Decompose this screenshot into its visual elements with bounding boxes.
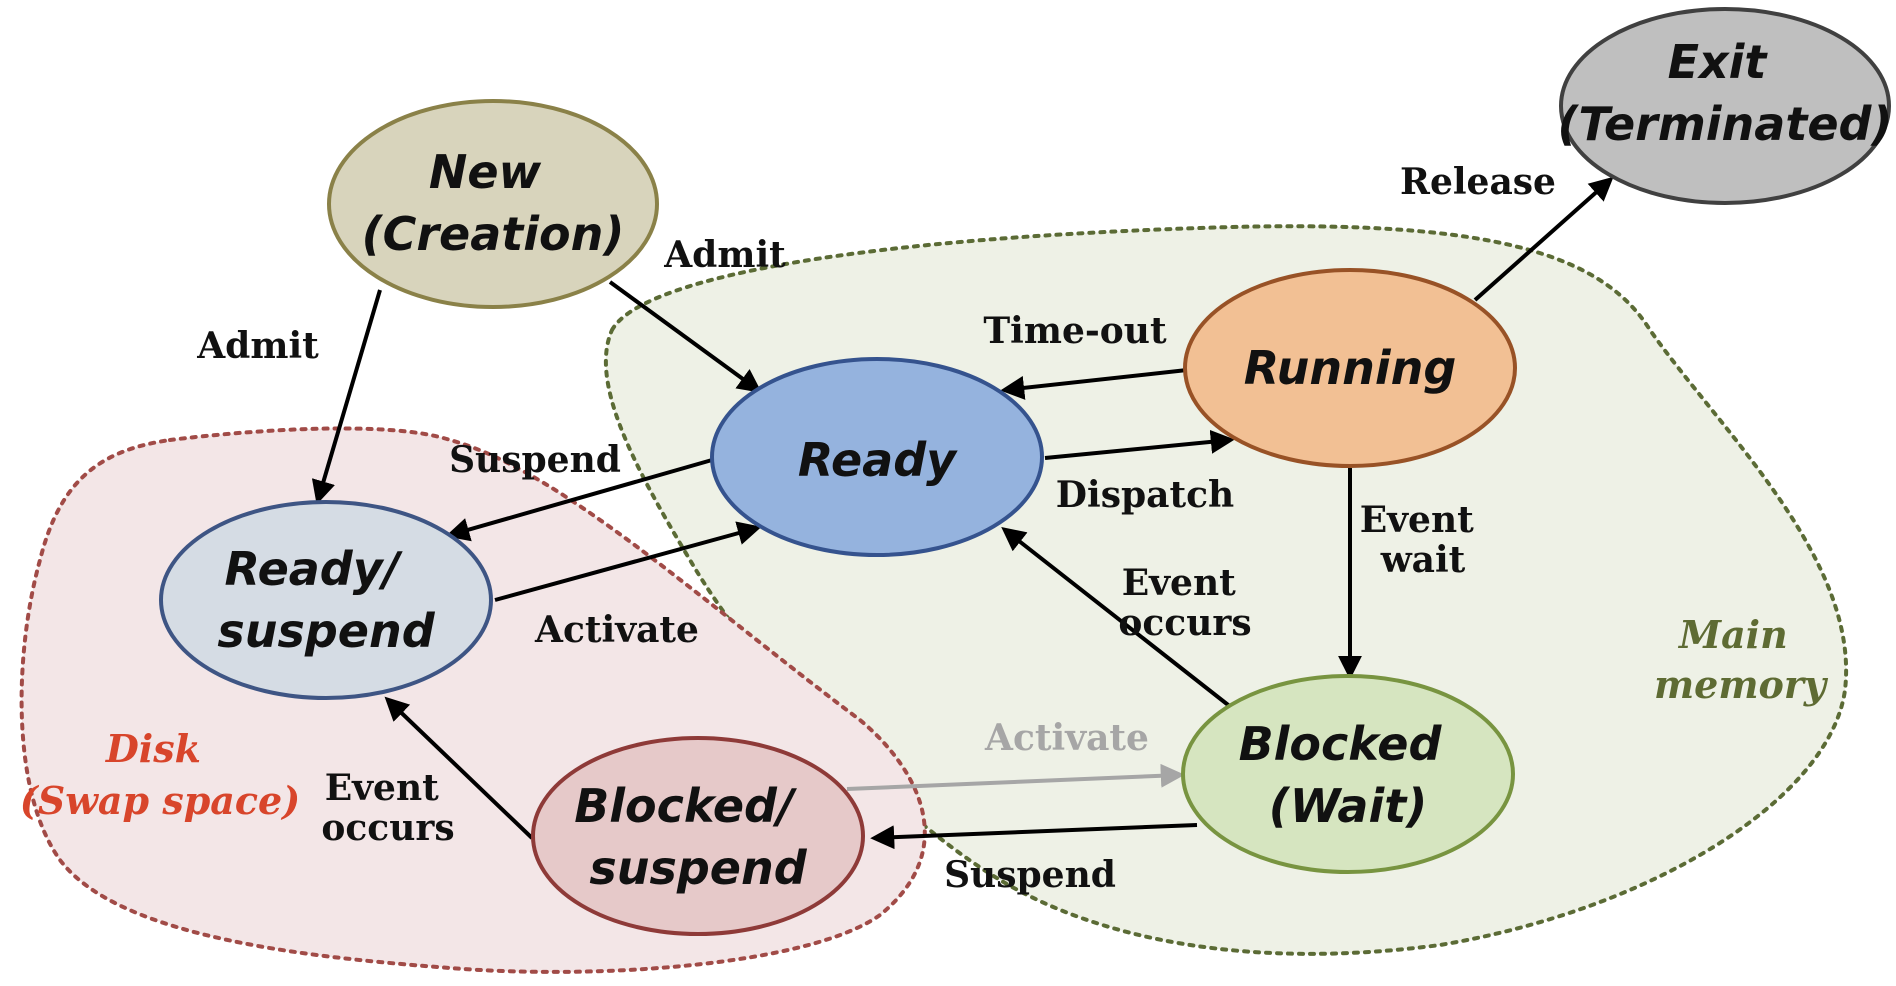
edge-dispatch <box>1044 429 1235 460</box>
label-admit-ready: Admit <box>663 234 786 276</box>
edge-event-occurs-blocked-suspend <box>384 696 534 840</box>
state-exit-shape <box>1559 7 1891 205</box>
state-blocked-suspend-line1: Blocked/ <box>574 779 797 833</box>
state-ready-suspend-line2: suspend <box>217 604 435 658</box>
label-time-out: Time-out <box>983 310 1167 352</box>
label-event-wait: Event wait <box>1360 499 1487 581</box>
state-running-label: Running <box>1244 341 1457 395</box>
state-ready-suspend: Ready/ suspend <box>159 500 493 700</box>
edge-release <box>1473 176 1614 302</box>
edge-activate-ready-suspend <box>494 521 762 602</box>
state-new-label: New (Creation) <box>362 145 625 261</box>
main-memory-label: Main memory <box>1654 612 1829 707</box>
state-blocked-shape <box>1181 674 1515 874</box>
state-exit-line2: (Terminated) <box>1558 97 1893 151</box>
state-new-line2: (Creation) <box>362 207 625 261</box>
state-exit-line1: Exit <box>1668 35 1769 89</box>
label-event-wait-line1: Event <box>1360 499 1474 541</box>
state-blocked: Blocked (Wait) <box>1181 674 1515 874</box>
state-new-shape <box>327 99 659 309</box>
edge-time-out <box>1000 368 1188 400</box>
label-event-occurs-blocked-suspend: Event occurs <box>321 767 454 849</box>
label-admit-ready-suspend: Admit <box>196 325 319 367</box>
label-release: Release <box>1400 161 1556 203</box>
label-activate-ready-suspend: Activate <box>534 609 699 651</box>
state-ready-suspend-shape <box>159 500 493 700</box>
label-activate-blocked-suspend: Activate <box>984 717 1149 759</box>
state-running: Running <box>1183 268 1517 468</box>
main-memory-label-line1: Main <box>1677 612 1788 657</box>
state-blocked-suspend: Blocked/ suspend <box>531 736 865 936</box>
state-running-shape <box>1183 268 1517 468</box>
state-blocked-suspend-line2: suspend <box>589 841 807 895</box>
state-blocked-label: Blocked (Wait) <box>1239 717 1458 833</box>
label-event-occurs-blocked-line1: Event <box>1122 562 1236 604</box>
state-ready: Ready <box>710 357 1044 557</box>
state-blocked-suspend-shape <box>531 736 865 936</box>
state-new: New (Creation) <box>327 99 659 309</box>
disk-label-line2: (Swap space) <box>20 778 300 823</box>
label-suspend-blocked: Suspend <box>944 854 1116 896</box>
state-ready-suspend-line1: Ready/ <box>224 542 402 596</box>
state-ready-suspend-label: Ready/ suspend <box>217 542 435 658</box>
state-exit-label: Exit (Terminated) <box>1558 35 1893 151</box>
label-suspend-ready: Suspend <box>449 439 621 481</box>
state-exit: Exit (Terminated) <box>1558 7 1893 205</box>
edge-activate-blocked-suspend <box>846 763 1185 791</box>
edge-admit-ready <box>608 280 762 393</box>
label-event-occurs-blocked-line2: occurs <box>1118 602 1251 644</box>
label-event-wait-line2: wait <box>1380 539 1466 581</box>
state-blocked-suspend-label: Blocked/ suspend <box>574 779 810 895</box>
state-ready-shape <box>710 357 1044 557</box>
state-blocked-line1: Blocked <box>1239 717 1443 771</box>
state-ready-label: Ready <box>798 433 958 487</box>
label-event-occurs-blocked-suspend-line1: Event <box>325 767 439 809</box>
edge-suspend-blocked <box>870 823 1198 850</box>
edge-admit-ready-suspend <box>311 289 382 505</box>
edge-event-occurs-blocked <box>1001 527 1234 710</box>
state-blocked-line2: (Wait) <box>1269 779 1427 833</box>
edge-suspend-ready <box>445 458 713 542</box>
label-event-occurs-blocked: Event occurs <box>1118 562 1251 644</box>
disk-label-line1: Disk <box>105 726 201 771</box>
state-new-line1: New <box>429 145 542 199</box>
disk-label: Disk (Swap space) <box>20 726 300 823</box>
label-event-occurs-blocked-suspend-line2: occurs <box>321 807 454 849</box>
main-memory-label-line2: memory <box>1654 662 1829 707</box>
label-dispatch: Dispatch <box>1056 474 1234 516</box>
